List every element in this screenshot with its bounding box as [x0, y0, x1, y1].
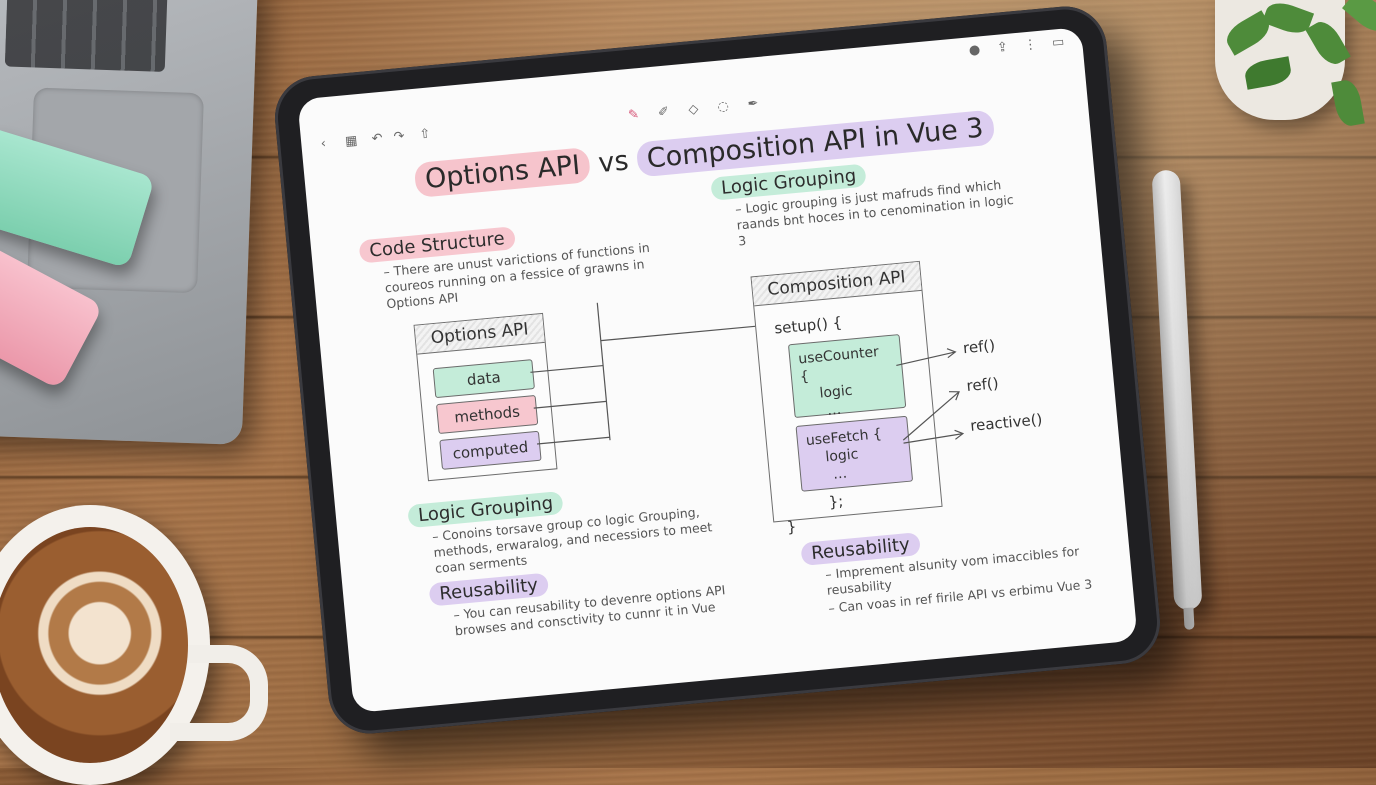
use-counter-block: useCounter { logic …	[787, 334, 907, 419]
eraser-tool-icon[interactable]: ◇	[687, 101, 700, 118]
share-icon[interactable]: ⇪	[996, 39, 1009, 56]
coffee-cup	[0, 505, 268, 785]
setup-close: }	[785, 517, 798, 537]
back-icon[interactable]: ‹	[320, 136, 327, 152]
tablet-screen: ● ⇪ ⋮ ▭ ‹ ▦ ↶ ↷ ⇧ ✎ ✐ ◇ ◌ ✒ Options API …	[297, 26, 1138, 714]
arrow-head-1	[946, 348, 957, 359]
laptop-keyboard	[4, 0, 168, 73]
composition-api-box: Composition API setup() { useCounter { l…	[750, 260, 943, 523]
status-icons: ● ⇪ ⋮ ▭	[966, 34, 1067, 59]
potted-plant	[1205, 0, 1376, 180]
undo-icon[interactable]: ↶	[371, 130, 384, 147]
connector-trunk	[596, 302, 611, 441]
cup-handle	[170, 645, 268, 741]
marker-tool-icon[interactable]: ✒	[746, 96, 760, 113]
title-options-api: Options API	[413, 146, 592, 199]
highlighter-tool-icon[interactable]: ✐	[657, 104, 670, 121]
arrow-head-3	[954, 429, 965, 440]
use-fetch-block: useFetch { logic …	[795, 415, 914, 492]
latte-art	[0, 527, 188, 763]
pencil-tool-icon[interactable]: ✎	[627, 107, 640, 124]
arrow-head-2	[948, 391, 960, 401]
lasso-tool-icon[interactable]: ◌	[716, 98, 730, 115]
options-item-methods: methods	[435, 394, 539, 435]
microphone-icon[interactable]: ●	[968, 42, 981, 59]
arrow-label-reactive: reactive()	[969, 410, 1044, 435]
title-vs: vs	[597, 145, 630, 180]
toggle-icon[interactable]: ▭	[1051, 34, 1066, 51]
arrow-label-ref-1: ref()	[962, 336, 996, 358]
connector-to-composition	[600, 325, 756, 342]
tablet: ● ⇪ ⋮ ▭ ‹ ▦ ↶ ↷ ⇧ ✎ ✐ ◇ ◌ ✒ Options API …	[271, 2, 1164, 738]
options-item-computed: computed	[439, 430, 542, 470]
redo-icon[interactable]: ↷	[392, 128, 406, 145]
inner-close: };	[827, 491, 845, 512]
options-api-box: Options API data methods computed	[413, 312, 558, 482]
plant-leaf	[1342, 0, 1376, 38]
options-api-box-header: Options API	[414, 313, 545, 355]
grid-icon[interactable]: ▦	[344, 133, 359, 150]
plant-leaf	[1331, 78, 1365, 128]
export-icon[interactable]: ⇧	[418, 126, 432, 143]
arrow-label-ref-2: ref()	[965, 374, 1000, 396]
composition-api-box-header: Composition API	[751, 261, 922, 307]
setup-open: setup() {	[773, 313, 843, 338]
more-icon[interactable]: ⋮	[1023, 37, 1038, 54]
options-item-data: data	[432, 359, 535, 399]
